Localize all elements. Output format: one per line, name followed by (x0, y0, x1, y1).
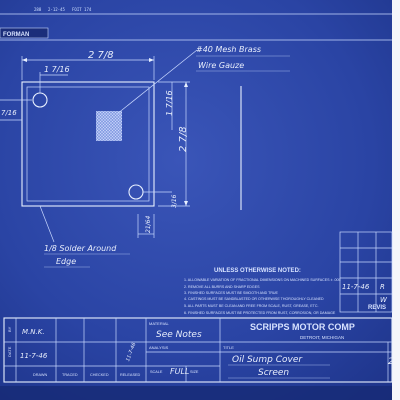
dim-overall-width: 2 7/8 (88, 50, 114, 61)
mesh-note-line-1: #40 Mesh Brass (196, 45, 261, 54)
date-label: DATE (7, 346, 12, 357)
dim-edge-thickness: 21/64 (145, 216, 152, 233)
page-edge-bottom (0, 386, 392, 400)
header-code-1: 288 (34, 7, 42, 12)
dim-left-offset: 7/16 (1, 109, 17, 117)
screen-outline (21, 81, 155, 207)
note-2: 2. REMOVE ALL BURRS AND SHARP EDGES (184, 285, 260, 289)
sheet-number: 2 (388, 357, 394, 367)
header-code-3: FOIT 174 (72, 7, 92, 12)
notes-heading: UNLESS OTHERWISE NOTED: (214, 268, 301, 274)
solder-note-line-1: 1/8 Solder Around (44, 244, 117, 253)
solder-note-line-2: Edge (56, 257, 76, 266)
column-released: RELEASED (120, 373, 141, 377)
part-drawing: 2 7/8 1 7/16 7/16 2 7/8 1 7/16 3/16 21/6… (0, 45, 290, 268)
by-label: BY (7, 326, 12, 332)
dim-overall-height: 2 7/8 (178, 126, 189, 152)
column-size: SIZE (190, 370, 199, 374)
dim-bottom-hole: 3/16 (171, 194, 178, 208)
note-1: 1. ALLOWABLE VARIATION OF FRACTIONAL DIM… (184, 278, 341, 282)
wire-gauze-patch (96, 111, 122, 141)
mesh-note-line-2: Wire Gauze (198, 61, 244, 70)
drawn-initials: M.N.K. (22, 328, 45, 336)
drawn-date: 11-7-46 (20, 352, 48, 360)
mesh-leader (116, 49, 198, 115)
column-traced: TRACED (62, 373, 78, 377)
scale-value: FULL (170, 367, 189, 376)
dim-right-offset: 1 7/16 (165, 90, 174, 116)
note-3: 3. FINISHED SURFACES MUST BE SMOOTH AND … (184, 291, 279, 295)
header-stamp-box (0, 27, 49, 39)
screen-inner-outline (26, 86, 150, 202)
dim-hole-offset: 1 7/16 (44, 65, 70, 74)
column-drawn: DRAWN (33, 373, 47, 377)
header-strip: FORMAN 288 2-12-45 FOIT 174 (0, 7, 392, 41)
general-notes: UNLESS OTHERWISE NOTED: 1. ALLOWABLE VAR… (184, 268, 341, 315)
note-5: 5. ALL PARTS MUST BE CLEAN AND FREE FROM… (184, 304, 318, 308)
revisions-table: 11-7-46 R W REVIS (339, 231, 393, 313)
title-label: TITLE (223, 345, 234, 350)
drawing-title-line-1: Oil Sump Cover (232, 355, 303, 365)
analysis-label: ANALYSIS (149, 345, 169, 350)
revision-letter-2: W (380, 296, 388, 304)
title-block: BY DATE M.N.K. 11-7-46 11-7-46 DRAWN TRA… (3, 317, 394, 383)
page-edge-right (392, 0, 400, 400)
company-city: DETROIT, MICHIGAN (300, 335, 344, 340)
revision-date: 11-7-46 (342, 283, 370, 291)
header-stamp: FORMAN (3, 32, 29, 38)
note-4: 4. CASTINGS MUST BE SANDBLASTED OR OTHER… (184, 297, 324, 301)
material-value: See Notes (156, 330, 202, 340)
material-label: MATERIAL (149, 321, 169, 326)
revision-letter: R (380, 283, 385, 291)
column-checked: CHECKED (90, 373, 109, 377)
revisions-header: REVIS (368, 305, 386, 311)
drawing-title-line-2: Screen (258, 368, 289, 378)
note-6: 6. FINISHED SURFACES MUST BE PROTECTED F… (184, 311, 336, 315)
company-name: SCRIPPS MOTOR COMP (250, 322, 355, 332)
column-scale: SCALE (150, 370, 163, 374)
solder-leader (39, 205, 55, 243)
header-code-2: 2-12-45 (48, 7, 65, 12)
